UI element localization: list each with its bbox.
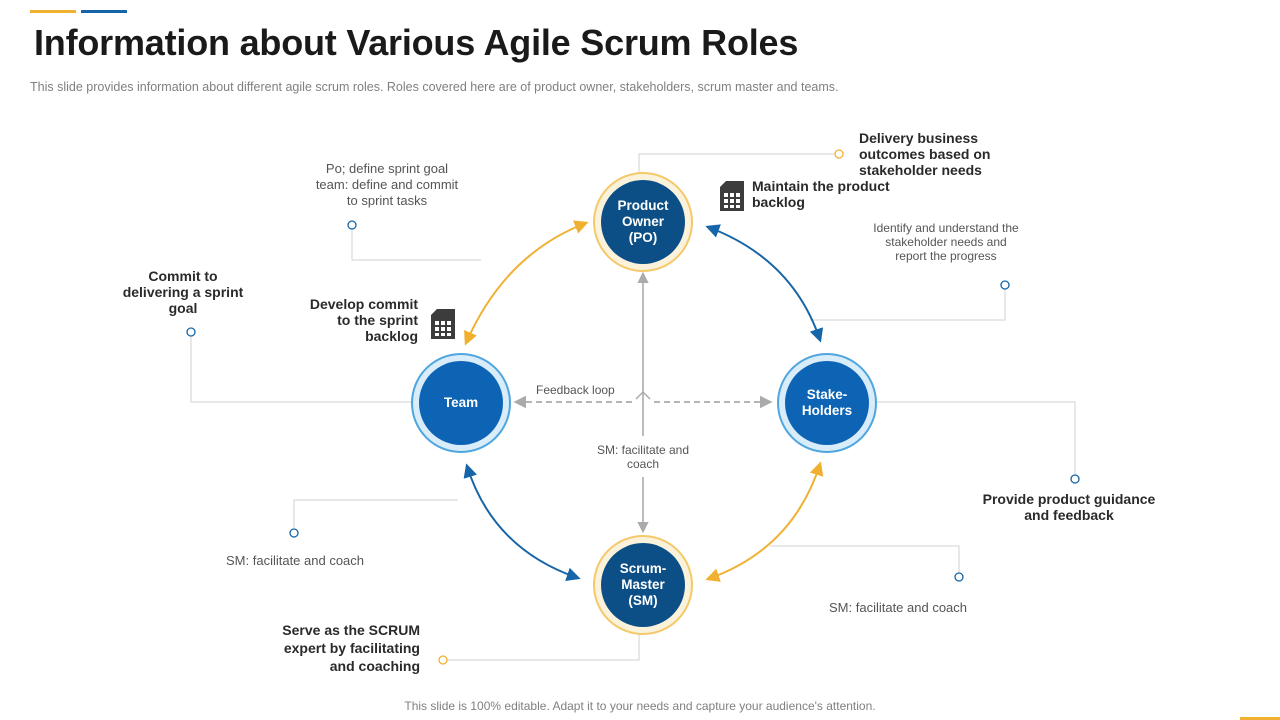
corner-accent bbox=[1240, 717, 1280, 720]
leader-line-serve bbox=[447, 633, 640, 661]
node-product-owner-label: Product Owner (PO) bbox=[601, 180, 685, 264]
label-sm-left: SM: facilitate and coach bbox=[226, 553, 365, 568]
label-po-define: Po; define sprint goal team: define and … bbox=[315, 161, 459, 208]
page-footer: This slide is 100% editable. Adapt it to… bbox=[404, 699, 876, 713]
label-provide: Provide product guidance and feedback bbox=[982, 491, 1156, 523]
label-develop: Develop commit to the sprint backlog bbox=[309, 296, 418, 344]
cycle-arrow-stakeholders-sm bbox=[705, 461, 824, 582]
leader-line-sm-right bbox=[770, 545, 960, 573]
marker-dot-delivery bbox=[834, 149, 844, 159]
page-title: Information about Various Agile Scrum Ro… bbox=[34, 22, 799, 63]
leader-line-identify bbox=[810, 290, 1006, 321]
node-team: Team bbox=[411, 353, 511, 453]
marker-dot-commit bbox=[186, 327, 196, 337]
label-maintain: Maintain the product backlog bbox=[752, 178, 890, 210]
feedback-loop-caret bbox=[635, 390, 651, 400]
node-team-label: Team bbox=[419, 361, 503, 445]
node-stakeholders: Stake- Holders bbox=[777, 353, 877, 453]
accent-line-blue bbox=[81, 10, 127, 13]
leader-line-sm-left bbox=[293, 499, 458, 528]
marker-dot-sm-right bbox=[954, 572, 964, 582]
node-scrum-master-label: Scrum- Master (SM) bbox=[601, 543, 685, 627]
label-delivery: Delivery business outcomes based on stak… bbox=[859, 130, 991, 178]
marker-dot-serve bbox=[438, 655, 448, 665]
label-identify: Identify and understand the stakeholder … bbox=[873, 221, 1019, 263]
label-serve: Serve as the SCRUM expert by facilitatin… bbox=[282, 622, 420, 674]
marker-dot-provide bbox=[1070, 474, 1080, 484]
backlog-document-icon bbox=[431, 309, 455, 339]
label-sm-right: SM: facilitate and coach bbox=[829, 600, 968, 615]
leader-line-commit bbox=[190, 337, 412, 403]
marker-dot-identify bbox=[1000, 280, 1010, 290]
label-commit: Commit to delivering a sprint goal bbox=[122, 268, 244, 316]
leader-line-po-define bbox=[351, 230, 481, 261]
label-sm-center: SM: facilitate and coach bbox=[596, 443, 690, 471]
cycle-arrow-team-po bbox=[464, 220, 589, 346]
node-scrum-master: Scrum- Master (SM) bbox=[593, 535, 693, 635]
node-stakeholders-label: Stake- Holders bbox=[785, 361, 869, 445]
marker-dot-sm-left bbox=[289, 528, 299, 538]
cycle-arrow-sm-team bbox=[463, 463, 581, 582]
label-feedback-loop: Feedback loop bbox=[536, 383, 615, 397]
accent-line-gold bbox=[30, 10, 76, 13]
page-subtitle: This slide provides information about di… bbox=[30, 80, 839, 94]
node-product-owner: Product Owner (PO) bbox=[593, 172, 693, 272]
leader-line-delivery bbox=[638, 153, 834, 172]
cycle-arrow-po-stakeholders bbox=[705, 224, 824, 343]
backlog-document-icon bbox=[720, 181, 744, 211]
leader-line-provide bbox=[876, 401, 1076, 475]
marker-dot-po-define bbox=[347, 220, 357, 230]
